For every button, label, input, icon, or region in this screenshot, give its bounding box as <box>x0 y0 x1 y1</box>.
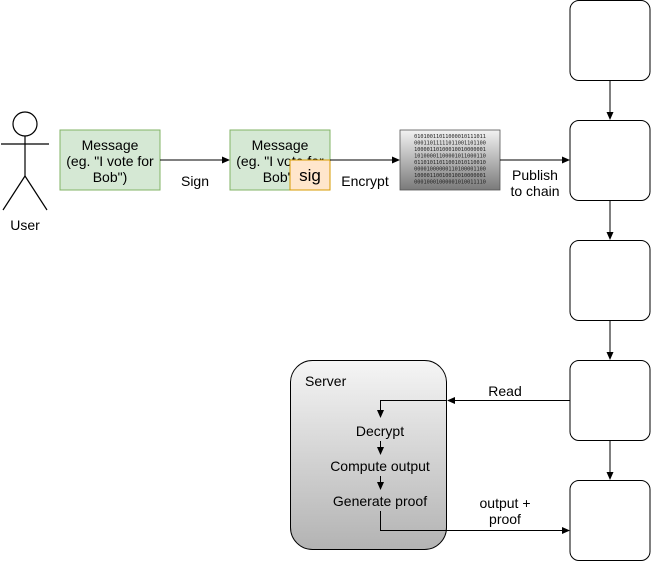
chain-block <box>569 0 651 81</box>
signature-label: sig <box>299 166 321 185</box>
message-line-2: (eg. "I vote for <box>66 153 154 169</box>
blockchain <box>569 0 651 561</box>
server-step-proof: Generate proof <box>333 493 427 509</box>
ciphertext-line: 10000110100010010000001 <box>414 147 486 153</box>
signed-message-line-3: Bob") <box>263 169 298 185</box>
chain-block <box>569 360 651 441</box>
ciphertext-line: 10000110010010010000001 <box>414 173 486 179</box>
signature-badge <box>289 159 331 191</box>
ciphertext-box <box>399 129 501 191</box>
chain-block <box>569 240 651 321</box>
message-line-3: Bob") <box>93 169 128 185</box>
server-step-compute: Compute output <box>330 458 430 474</box>
output-proof-label-line-2: proof <box>489 511 521 527</box>
sign-label: Sign <box>181 173 209 189</box>
read-label: Read <box>488 383 521 399</box>
publish-label-line-1: Publish <box>512 167 558 183</box>
ciphertext-bits: 01010011011000010111011 0001101111101100… <box>414 134 486 186</box>
server-title: Server <box>305 373 347 389</box>
ciphertext-line: 01010011011000010111011 <box>414 134 486 140</box>
user-actor-icon <box>1 111 49 211</box>
signed-message-line-1: Message <box>252 137 309 153</box>
ciphertext-line: 00010001000001010011110 <box>414 180 486 186</box>
ciphertext-line: 00001000000110100001100 <box>414 167 486 173</box>
output-proof-label-line-1: output + <box>480 495 531 511</box>
server-step-decrypt: Decrypt <box>356 423 404 439</box>
output-proof-arrow <box>380 511 570 534</box>
ciphertext-line: 10100001100001011000110 <box>414 154 486 160</box>
read-to-decrypt-arrow <box>377 400 447 418</box>
server-container <box>290 360 447 550</box>
ciphertext-line: 01101011011001010110010 <box>414 160 486 166</box>
ciphertext-line: 00011011111011001101100 <box>414 141 486 147</box>
message-box <box>59 129 161 191</box>
message-line-1: Message <box>82 137 139 153</box>
encrypt-label: Encrypt <box>341 173 389 189</box>
chain-block <box>569 120 651 201</box>
publish-label-line-2: to chain <box>510 183 559 199</box>
user-label: User <box>10 217 40 233</box>
chain-block <box>569 480 651 561</box>
